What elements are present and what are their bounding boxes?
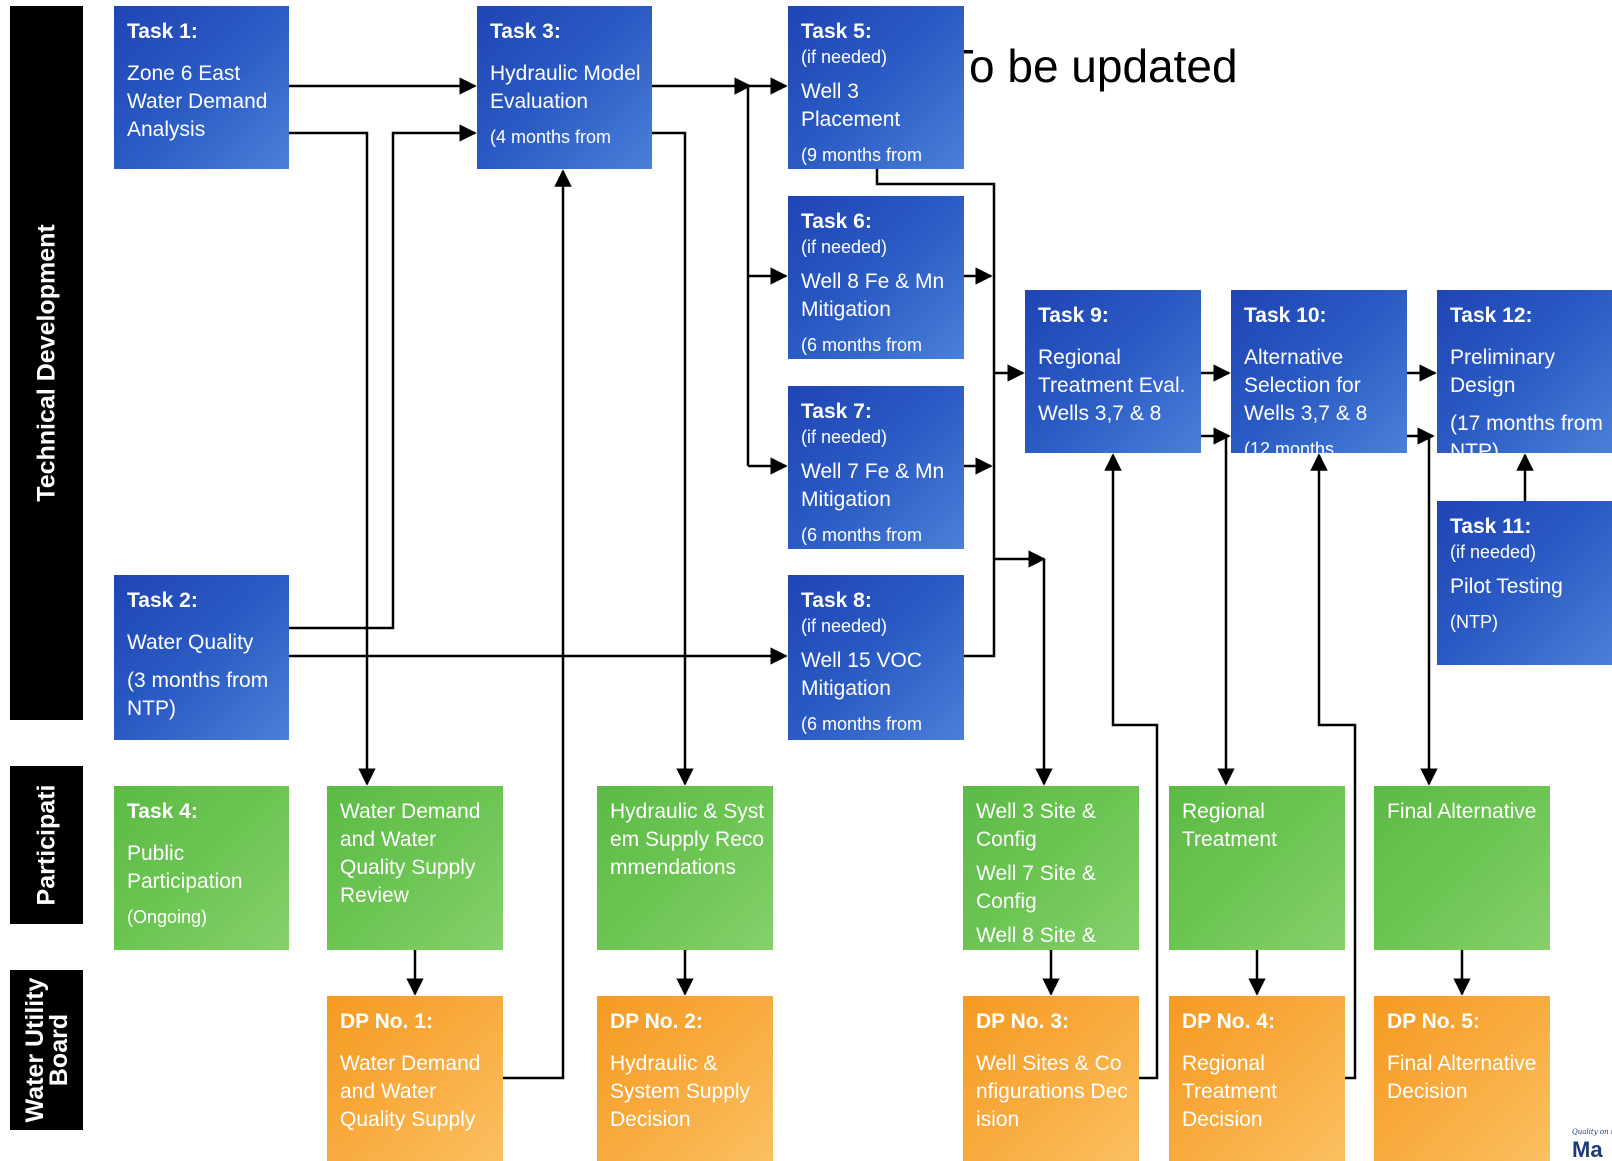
- participation-3-box: Well 3 Site & Config Well 7 Site & Confi…: [963, 786, 1139, 950]
- dp-4-title: DP No. 4:: [1182, 1010, 1275, 1033]
- task-6-body: Well 8 Fe & Mn Mitigation: [801, 270, 945, 321]
- task-4-box: Task 4: Public Participation (Ongoing): [114, 786, 289, 950]
- participation-4-text: Regional Treatment: [1182, 800, 1277, 851]
- task-2-box: Task 2: Water Quality (3 months from NTP…: [114, 575, 289, 740]
- dp-3-title: DP No. 3:: [976, 1010, 1069, 1033]
- task-5-title: Task 5:: [801, 20, 872, 43]
- task-9-title: Task 9:: [1038, 304, 1109, 327]
- dp-5-body: Final Alternative Decision: [1387, 1052, 1537, 1103]
- participation-3-well3: Well 3 Site & Config: [976, 800, 1096, 851]
- task-5-box: Task 5: (if needed) Well 3 Placement (9 …: [788, 6, 964, 169]
- arrow-task1-participation1: [289, 131, 376, 786]
- task-6-title: Task 6:: [801, 210, 872, 233]
- task-6-subtitle: (if needed): [801, 237, 888, 257]
- task-9-box: Task 9: Regional Treatment Eval. Wells 3…: [1025, 290, 1201, 453]
- dp-2-title: DP No. 2:: [610, 1010, 703, 1033]
- logo-tagline: Quality on time: [1572, 1128, 1612, 1136]
- arrow-task2-task3: [289, 124, 477, 630]
- task-10-box: Task 10: Alternative Selection for Wells…: [1231, 290, 1407, 453]
- task-7-body: Well 7 Fe & Mn Mitigation: [801, 460, 945, 511]
- task-8-body: Well 15 VOC Mitigation: [801, 649, 922, 700]
- task-9-body: Regional Treatment Eval. Wells 3,7 & 8: [1038, 346, 1186, 425]
- task-7-duration: (6 months from: [801, 525, 923, 545]
- participation-4-box: Regional Treatment: [1169, 786, 1345, 950]
- task-12-box: Task 12: Preliminary Design (17 months f…: [1437, 290, 1612, 453]
- task-1-title: Task 1:: [127, 20, 198, 43]
- company-logo: Quality on time Ma: [1570, 1128, 1612, 1161]
- task-5-duration: (9 months from: [801, 145, 923, 165]
- logo-mark: Ma: [1572, 1137, 1603, 1161]
- dp-2-box: DP No. 2: Hydraulic & System Supply Deci…: [597, 996, 773, 1161]
- task-6-box: Task 6: (if needed) Well 8 Fe & Mn Mitig…: [788, 196, 964, 359]
- dp-3-body: Well Sites & Configurations Decision: [976, 1052, 1128, 1131]
- task-11-body: Pilot Testing: [1450, 575, 1563, 598]
- arrow-task3-participation2: [652, 131, 694, 786]
- lane-water-utility-board: Water Utility Board: [10, 970, 83, 1130]
- task-10-duration: (12 months: [1244, 439, 1335, 453]
- task-4-duration: (Ongoing): [127, 907, 208, 927]
- task-5-subtitle: (if needed): [801, 47, 888, 67]
- task-6-duration: (6 months from: [801, 335, 923, 355]
- arrow-dp4-task10: [1310, 453, 1357, 1080]
- task-12-body: Preliminary Design: [1450, 346, 1556, 397]
- participation-3-well8: Well 8 Site &: [976, 924, 1096, 947]
- dp-4-box: DP No. 4: Regional Treatment Decision: [1169, 996, 1345, 1161]
- task-11-subtitle: (if needed): [1450, 542, 1537, 562]
- task-8-title: Task 8:: [801, 589, 872, 612]
- task-5-body: Well 3 Placement: [801, 80, 901, 131]
- task-11-title: Task 11:: [1450, 515, 1532, 538]
- task-12-duration: (17 months from NTP): [1450, 412, 1603, 453]
- task-7-subtitle: (if needed): [801, 427, 888, 447]
- task-2-body: Water Quality: [127, 631, 254, 654]
- dp-1-body: Water Demand and Water Quality Supply: [340, 1052, 481, 1131]
- task-10-title: Task 10:: [1244, 304, 1327, 327]
- participation-1-box: Water Demand and Water Quality Supply Re…: [327, 786, 503, 950]
- task-7-box: Task 7: (if needed) Well 7 Fe & Mn Mitig…: [788, 386, 964, 549]
- task-8-box: Task 8: (if needed) Well 15 VOC Mitigati…: [788, 575, 964, 740]
- task-12-title: Task 12:: [1450, 304, 1533, 327]
- participation-5-text: Final Alternative: [1387, 800, 1537, 823]
- task-11-box: Task 11: (if needed) Pilot Testing (NTP): [1437, 501, 1612, 665]
- participation-1-text: Water Demand and Water Quality Supply Re…: [340, 800, 481, 907]
- participation-2-box: Hydraulic & System Supply Recommendation…: [597, 786, 773, 950]
- task-11-duration: (NTP): [1450, 612, 1498, 632]
- task-3-body: Hydraulic Model Evaluation: [490, 62, 641, 113]
- to-be-updated-note: To be updated: [946, 40, 1238, 92]
- task-7-title: Task 7:: [801, 400, 872, 423]
- dp-5-title: DP No. 5:: [1387, 1010, 1480, 1033]
- dp-1-box: DP No. 1: Water Demand and Water Quality…: [327, 996, 503, 1161]
- dp-2-body: Hydraulic & System Supply Decision: [610, 1052, 751, 1131]
- lane-technical-development: Technical Development: [10, 6, 83, 720]
- participation-2-text: Hydraulic & System Supply Recommendation…: [610, 800, 765, 879]
- dp-1-title: DP No. 1:: [340, 1010, 433, 1033]
- task-8-duration: (6 months from: [801, 714, 923, 734]
- task-2-title: Task 2:: [127, 589, 198, 612]
- dp-3-box: DP No. 3: Well Sites & Configurations De…: [963, 996, 1139, 1161]
- dp-4-body: Regional Treatment Decision: [1182, 1052, 1277, 1131]
- lane-public-participation: Participati: [10, 766, 83, 924]
- task-2-duration: (3 months from NTP): [127, 669, 269, 720]
- task-4-title: Task 4:: [127, 800, 198, 823]
- task-4-body: Public Participation: [127, 842, 243, 893]
- task-1-box: Task 1: Zone 6 East Water Demand Analysi…: [114, 6, 289, 169]
- dp-5-box: DP No. 5: Final Alternative Decision: [1374, 996, 1550, 1161]
- participation-3-well7: Well 7 Site & Config: [976, 862, 1096, 913]
- arrow-dp3-task9: [1104, 453, 1159, 1080]
- task-3-duration: (4 months from: [490, 127, 612, 147]
- task-1-body: Zone 6 East Water Demand Analysis: [127, 62, 268, 141]
- task-10-body: Alternative Selection for Wells 3,7 & 8: [1244, 346, 1368, 425]
- arrow-dp1-task3: [503, 169, 572, 1080]
- task-3-title: Task 3:: [490, 20, 561, 43]
- task-3-box: Task 3: Hydraulic Model Evaluation (4 mo…: [477, 6, 652, 169]
- merge-task5: [875, 169, 996, 658]
- participation-5-box: Final Alternative: [1374, 786, 1550, 950]
- task-8-subtitle: (if needed): [801, 616, 888, 636]
